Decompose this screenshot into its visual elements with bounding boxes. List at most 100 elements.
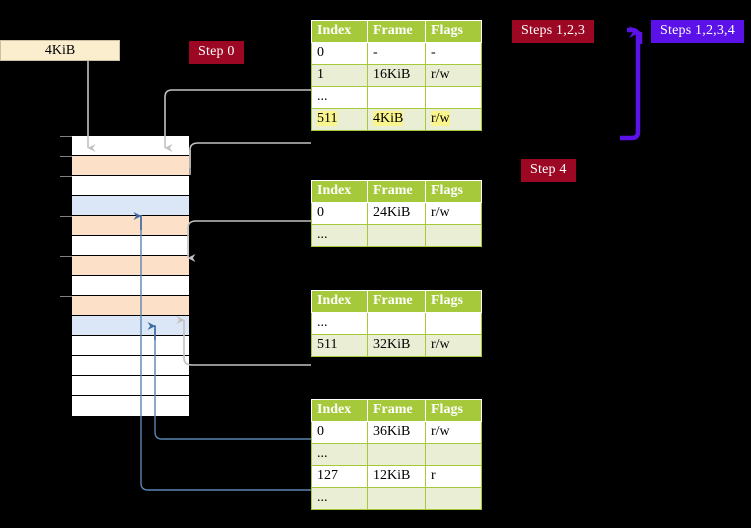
cell-frame: - <box>367 42 426 65</box>
highlighted-value: 4KiB <box>373 111 404 126</box>
cell-frame: 32KiB <box>367 334 426 357</box>
column-header-flags: Flags <box>425 290 482 313</box>
cell-flags <box>425 312 482 335</box>
highlighted-value: r/w <box>431 111 450 126</box>
memory-frame-row <box>72 356 189 376</box>
cell-index: ... <box>311 86 368 109</box>
cell-index: 127 <box>311 465 368 488</box>
memory-tick-mark <box>60 216 72 217</box>
cell-index: 1 <box>311 64 368 87</box>
memory-frame-row <box>60 296 189 316</box>
memory-tick-mark <box>60 136 72 137</box>
column-header-frame: Frame <box>367 290 426 313</box>
violet-bracket-arrow <box>620 26 643 141</box>
cell-flags <box>425 443 482 466</box>
cell-index: ... <box>311 312 368 335</box>
column-header-index: Index <box>311 399 368 422</box>
cell-frame: 12KiB <box>367 465 426 488</box>
table-row: ... <box>311 487 482 510</box>
badge-step-4: Step 4 <box>521 159 576 182</box>
page-size-label: 4KiB <box>44 42 76 58</box>
cell-index: 0 <box>311 202 368 225</box>
cell-frame: 24KiB <box>367 202 426 225</box>
badge-steps-1-2-3-4: Steps 1,2,3,4 <box>651 20 744 43</box>
cell-flags <box>425 487 482 510</box>
cell-flags: r/w <box>425 334 482 357</box>
cell-index: 0 <box>311 42 368 65</box>
cell-frame: 36KiB <box>367 421 426 444</box>
column-header-frame: Frame <box>367 180 426 203</box>
table-row: 0-- <box>311 42 482 65</box>
column-header-frame: Frame <box>367 20 426 43</box>
memory-frame-row <box>72 316 189 336</box>
memory-tick-mark <box>60 156 72 157</box>
memory-tick-mark <box>60 176 72 177</box>
cell-index: 0 <box>311 421 368 444</box>
column-header-frame: Frame <box>367 399 426 422</box>
cell-index: ... <box>311 443 368 466</box>
cell-flags <box>425 86 482 109</box>
badge-step-0: Step 0 <box>189 41 244 64</box>
table-row: ... <box>311 224 482 247</box>
memory-frame-row <box>72 336 189 356</box>
connector-l4-row511-to-memory <box>189 142 311 175</box>
table-row: 511 4KiB r/w <box>311 108 482 131</box>
table-row: ... <box>311 312 482 335</box>
page-size-box: 4KiB <box>0 40 120 61</box>
column-header-flags: Flags <box>425 20 482 43</box>
memory-frame-row <box>72 236 189 256</box>
column-header-index: Index <box>311 180 368 203</box>
cell-frame <box>367 443 426 466</box>
cell-flags <box>425 224 482 247</box>
cell-frame <box>367 487 426 510</box>
cell-frame <box>367 86 426 109</box>
cell-frame <box>367 312 426 335</box>
column-header-flags: Flags <box>425 399 482 422</box>
cell-index: ... <box>311 487 368 510</box>
physical-memory-column <box>60 135 190 416</box>
memory-frame-row <box>60 156 189 176</box>
connector-l2-row511-to-memory <box>176 316 311 366</box>
memory-tick-mark <box>60 296 72 297</box>
cell-index: 511 <box>311 334 368 357</box>
memory-tick-mark <box>60 256 72 257</box>
cell-frame: 16KiB <box>367 64 426 87</box>
cell-frame <box>367 224 426 247</box>
memory-frame-row <box>72 196 189 216</box>
cell-flags: r/w <box>425 108 482 131</box>
memory-frame-row <box>60 216 189 236</box>
column-header-flags: Flags <box>425 180 482 203</box>
column-header-index: Index <box>311 290 368 313</box>
memory-frame-row <box>72 396 189 416</box>
connector-l3-row0-to-memory <box>187 220 311 262</box>
cell-flags: r <box>425 465 482 488</box>
column-header-index: Index <box>311 20 368 43</box>
cell-flags: r/w <box>425 64 482 87</box>
cell-flags: r/w <box>425 421 482 444</box>
highlighted-value: 511 <box>317 111 338 126</box>
cell-index: ... <box>311 224 368 247</box>
memory-frame-row <box>72 376 189 396</box>
badge-steps-1-2-3: Steps 1,2,3 <box>512 20 595 43</box>
cell-flags: - <box>425 42 482 65</box>
memory-frame-row <box>60 176 189 196</box>
cell-frame: 4KiB <box>367 108 426 131</box>
table-row: ... <box>311 86 482 109</box>
memory-frame-row <box>72 276 189 296</box>
table-row: ... <box>311 443 482 466</box>
memory-frame-row <box>60 136 189 156</box>
